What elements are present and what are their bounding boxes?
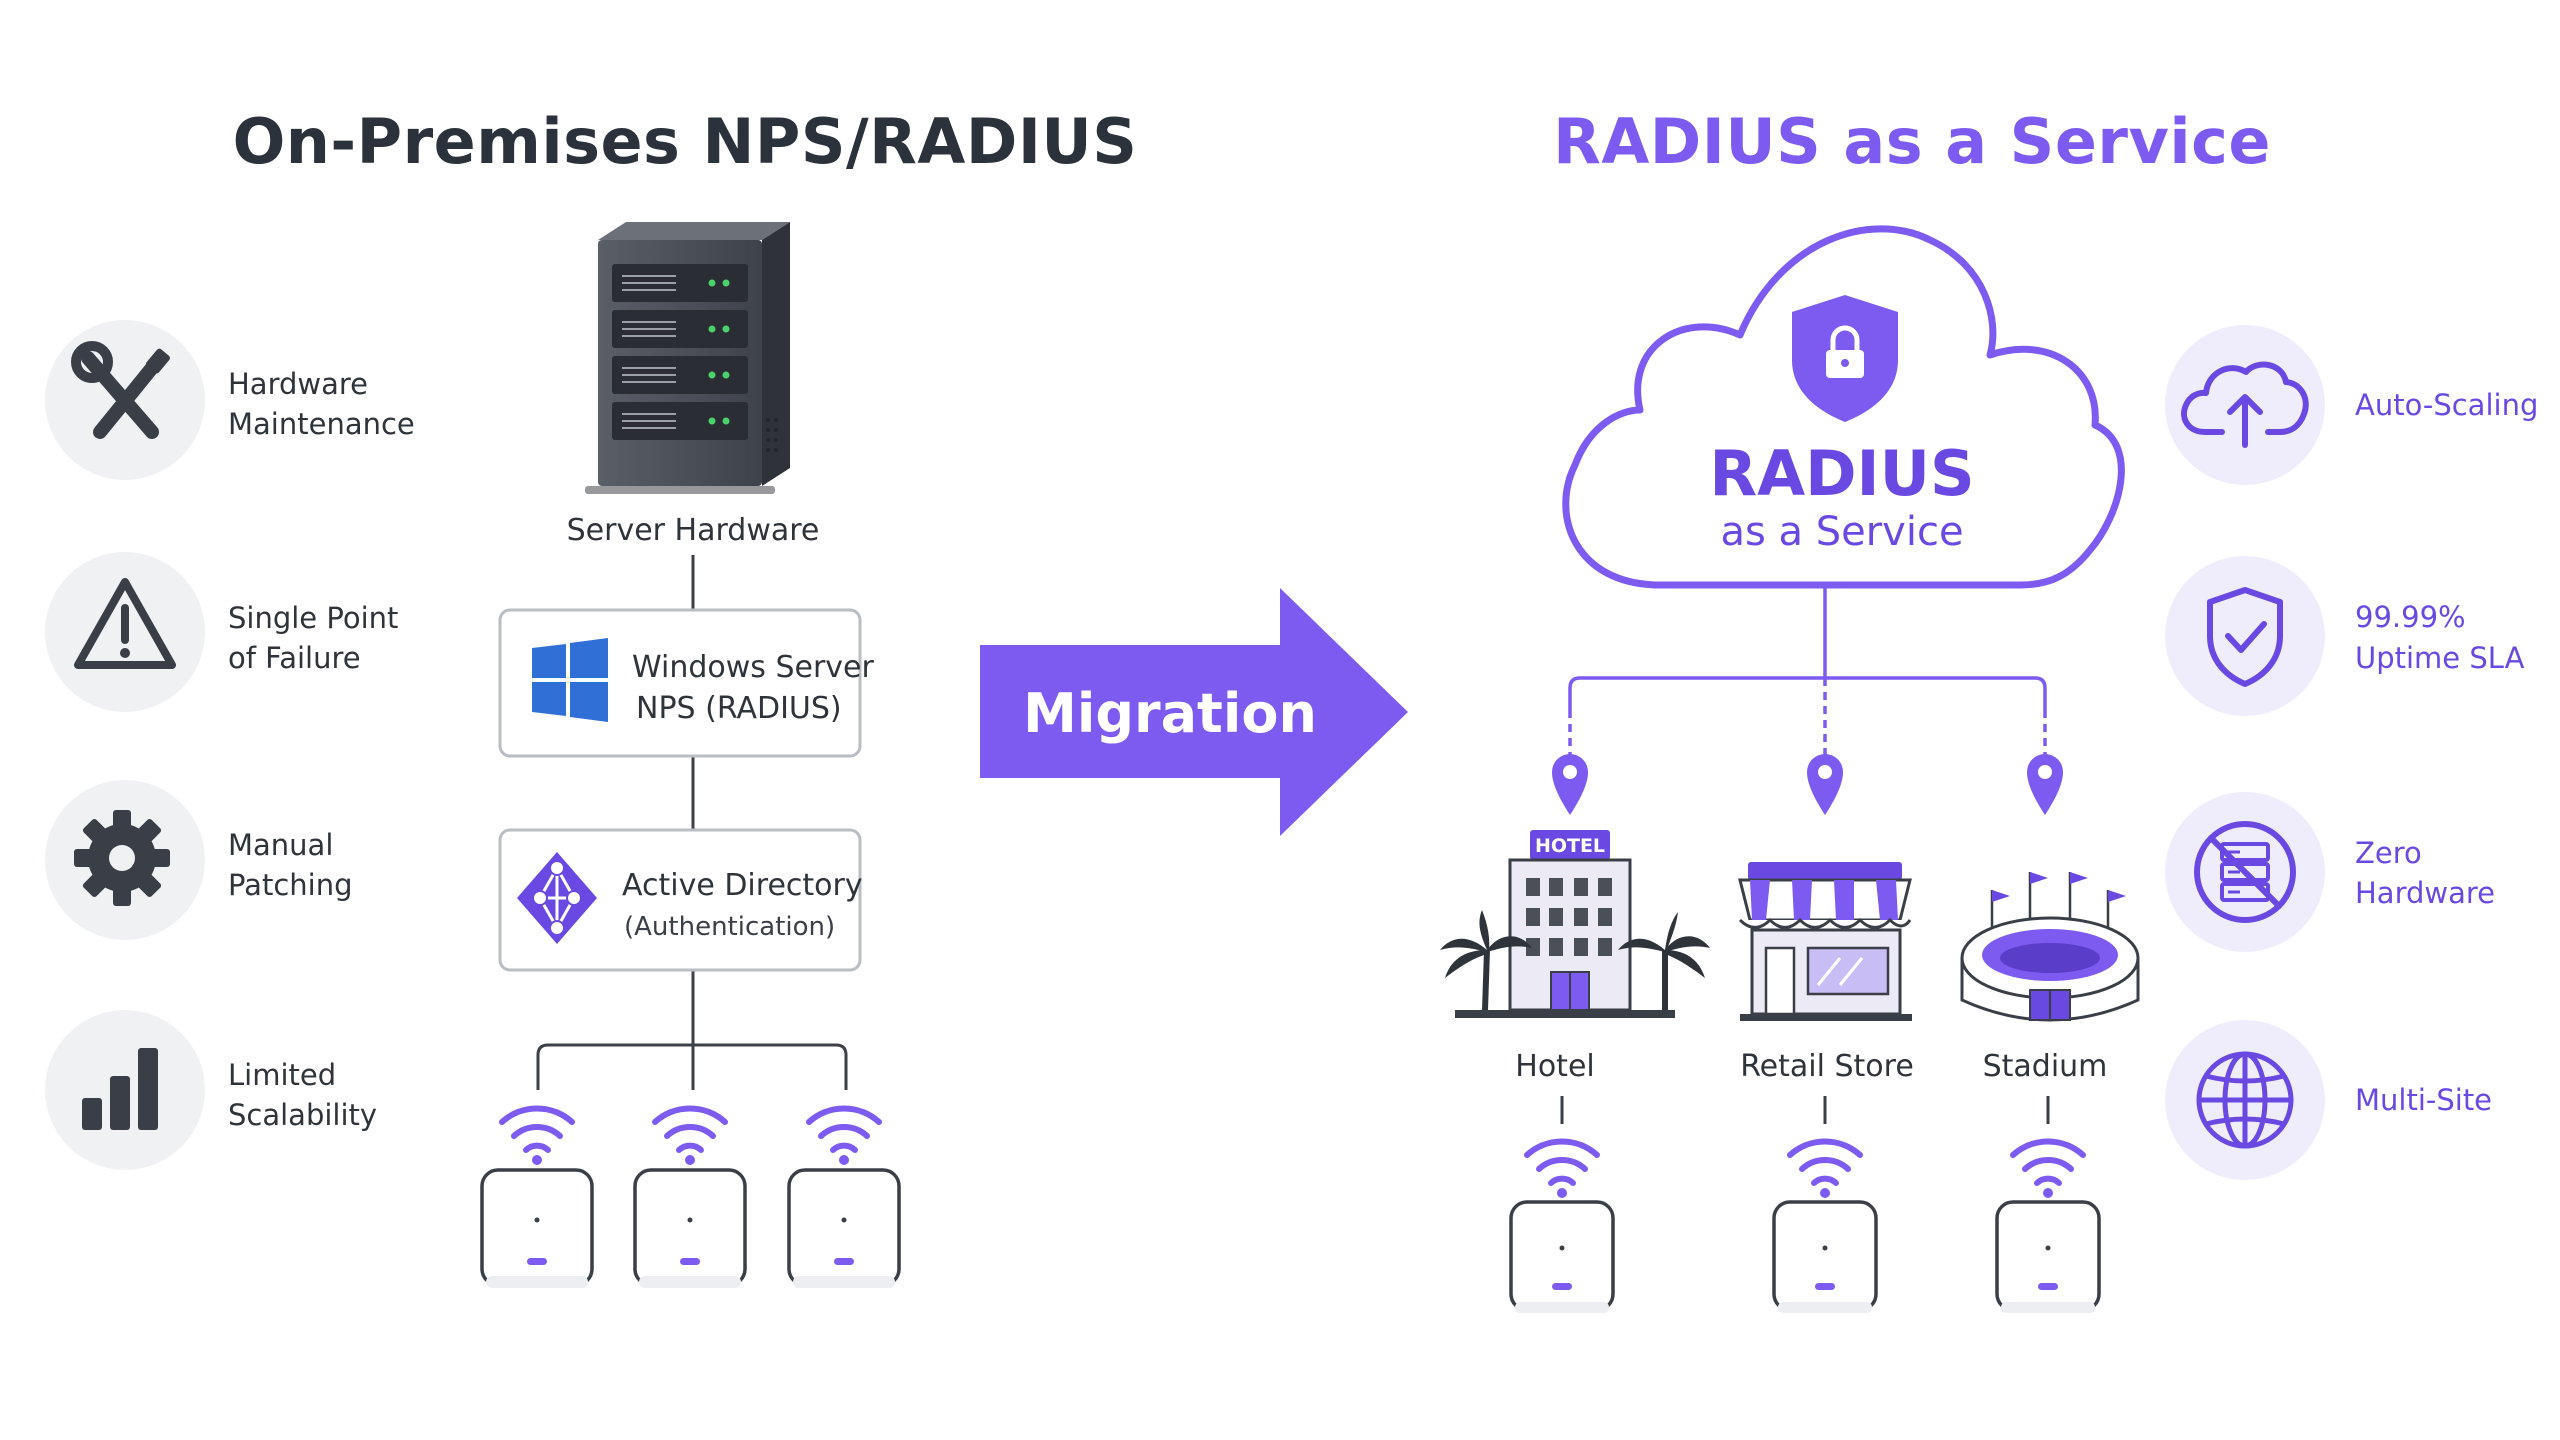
left-title: On-Premises NPS/RADIUS <box>233 105 1138 178</box>
wifi-icon <box>2010 1138 2086 1186</box>
benefit-label-line1: 99.99% <box>2355 600 2466 634</box>
warning-triangle-icon <box>74 578 176 669</box>
benefit-multi-site: Multi-Site <box>2165 1020 2492 1180</box>
palm-tree-icon <box>1618 912 1710 1010</box>
active-directory-icon <box>517 852 597 944</box>
access-point-left-1 <box>480 1105 594 1288</box>
shield-lock-icon <box>1792 295 1898 422</box>
retail-store-icon <box>1738 862 1912 1021</box>
venue-connectors <box>1560 1096 2050 1124</box>
windows-server-box: Windows Server NPS (RADIUS) <box>498 608 874 758</box>
wifi-icon <box>806 1105 882 1153</box>
issue-label-line1: Single Point <box>228 601 398 635</box>
server-hardware-icon <box>585 222 790 494</box>
windows-logo-icon <box>532 638 608 722</box>
hotel-sign: HOTEL <box>1535 835 1605 857</box>
access-point-retail <box>1772 1138 1878 1313</box>
issue-limited-scalability: Limited Scalability <box>45 1010 377 1170</box>
bar-chart-icon <box>82 1048 158 1130</box>
benefit-label-line1: Zero <box>2355 836 2422 870</box>
benefit-label-line1: Auto-Scaling <box>2355 388 2538 422</box>
access-point-stadium <box>1995 1138 2101 1313</box>
ad-box-line2: (Authentication) <box>624 912 835 942</box>
cloud-title: RADIUS <box>1709 437 1974 510</box>
wifi-icon <box>499 1105 575 1153</box>
issue-label-line1: Hardware <box>228 367 368 401</box>
benefit-uptime-sla: 99.99% Uptime SLA <box>2165 556 2525 716</box>
venue-label-hotel: Hotel <box>1515 1049 1594 1084</box>
wrench-screwdriver-icon <box>71 341 170 439</box>
issue-label-line2: Scalability <box>228 1098 377 1132</box>
left-connectors <box>536 555 848 1090</box>
windows-box-line1: Windows Server <box>632 650 874 685</box>
wifi-icon <box>652 1105 728 1153</box>
stadium-icon <box>1960 872 2140 1022</box>
wifi-icon <box>1787 1138 1863 1186</box>
right-title: RADIUS as a Service <box>1553 105 2271 178</box>
benefit-auto-scaling: Auto-Scaling <box>2165 325 2538 485</box>
benefit-label-line1: Multi-Site <box>2355 1083 2492 1117</box>
location-pin-retail <box>1807 754 1843 815</box>
hotel-building-icon: HOTEL <box>1440 830 1710 1018</box>
cloud-subtitle: as a Service <box>1720 509 1963 555</box>
access-point-left-2 <box>633 1105 747 1288</box>
migration-arrow: Migration <box>980 588 1408 836</box>
issue-label-line2: Patching <box>228 868 353 902</box>
issue-label-line1: Manual <box>228 828 333 862</box>
benefit-label-line2: Hardware <box>2355 876 2495 910</box>
access-point-left-3 <box>787 1105 901 1288</box>
issue-label-line2: Maintenance <box>228 407 415 441</box>
active-directory-box: Active Directory (Authentication) <box>498 828 863 972</box>
radius-cloud: RADIUS as a Service <box>1562 225 2125 589</box>
cloud-connectors <box>1568 587 2047 758</box>
issue-manual-patching: Manual Patching <box>45 780 353 940</box>
wifi-icon <box>1524 1138 1600 1186</box>
server-hardware-label: Server Hardware <box>567 513 820 548</box>
globe-icon <box>2196 1051 2294 1149</box>
issue-label-line2: of Failure <box>228 641 361 675</box>
no-server-icon <box>2194 821 2296 923</box>
ad-box-line1: Active Directory <box>622 868 863 903</box>
benefit-zero-hardware: Zero Hardware <box>2165 792 2495 952</box>
palm-tree-icon <box>1440 910 1532 1010</box>
gear-icon <box>74 810 170 906</box>
location-pin-hotel <box>1552 754 1588 815</box>
cloud-upload-icon <box>2181 361 2309 448</box>
migration-label: Migration <box>1023 682 1317 745</box>
issue-label-line1: Limited <box>228 1058 336 1092</box>
issue-single-point-failure: Single Point of Failure <box>45 552 398 712</box>
issue-hardware-maintenance: Hardware Maintenance <box>45 320 415 480</box>
venue-label-retail: Retail Store <box>1740 1049 1914 1084</box>
access-point-hotel <box>1509 1138 1615 1313</box>
windows-box-line2: NPS (RADIUS) <box>636 691 842 726</box>
venue-label-stadium: Stadium <box>1983 1049 2108 1084</box>
location-pin-stadium <box>2027 754 2063 815</box>
benefit-label-line2: Uptime SLA <box>2355 641 2525 675</box>
shield-check-icon <box>2207 587 2283 687</box>
